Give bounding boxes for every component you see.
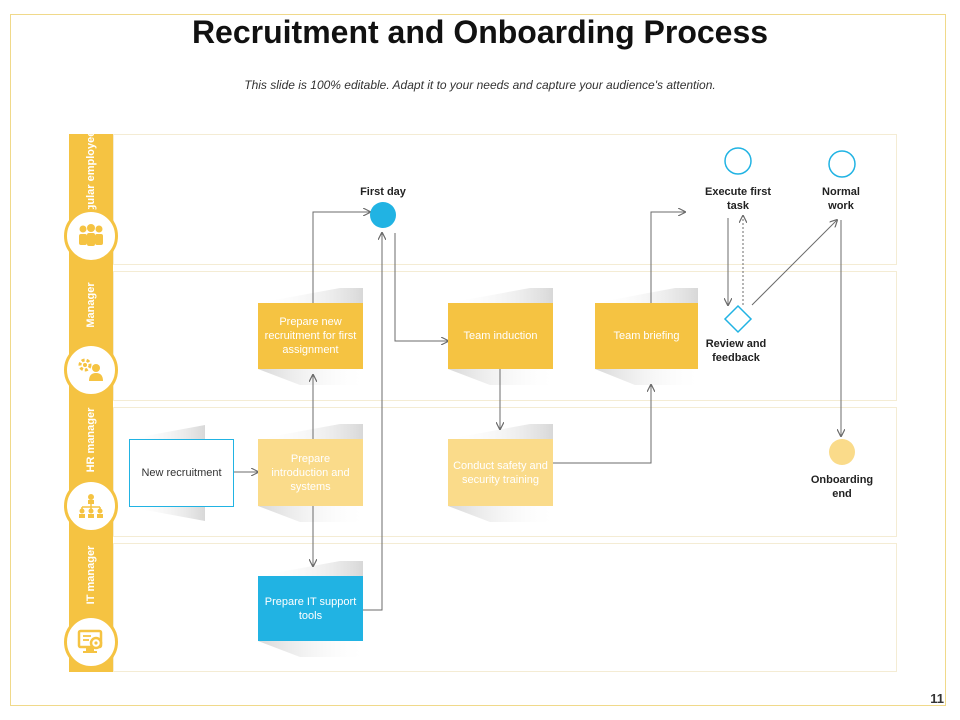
- arrow-safety-to-briefing: [553, 385, 651, 464]
- shadow: [129, 507, 205, 521]
- page-title: Recruitment and Onboarding Process: [191, 14, 769, 50]
- safety-training-box: Conduct safety and security training: [448, 439, 553, 506]
- first-day-label: First day: [360, 186, 406, 198]
- arrow-prepare-new-to-first-day: [312, 212, 370, 303]
- shadow: [129, 425, 205, 439]
- shadow: [448, 288, 553, 303]
- shadow: [258, 641, 368, 657]
- execute-first-task-label: Execute first task: [704, 186, 772, 212]
- lane-it-manager: [113, 543, 897, 672]
- team-icon: [64, 209, 118, 263]
- lane-regular-employee: [113, 134, 897, 265]
- arrow-it-to-first-day: [363, 233, 382, 611]
- normal-work-label: Normal work: [822, 186, 860, 212]
- team-briefing-box: Team briefing: [595, 303, 698, 369]
- onboarding-end-label: Onboarding end: [810, 474, 874, 500]
- team-induction-box: Team induction: [448, 303, 553, 369]
- review-decision-node: [723, 304, 753, 334]
- page-number: 11: [930, 691, 944, 706]
- shadow: [595, 288, 698, 303]
- arrow-review-to-normal-work: [751, 220, 837, 306]
- review-feedback-label: Review and feedback: [705, 338, 767, 364]
- shadow: [448, 506, 558, 522]
- computer-settings-icon: [64, 615, 118, 669]
- shadow: [258, 424, 363, 439]
- new-recruitment-box: New recruitment: [129, 439, 234, 507]
- lane-hr-manager: [113, 407, 897, 537]
- shadow: [448, 369, 558, 385]
- page-subtitle: This slide is 100% editable. Adapt it to…: [244, 78, 716, 92]
- org-chart-icon: [64, 479, 118, 533]
- execute-first-task-node: [724, 147, 752, 175]
- prepare-introduction-box: Prepare introduction and systems: [258, 439, 363, 506]
- slide-frame: [10, 14, 946, 706]
- prepare-new-recruitment-box: Prepare new recruitment for first assign…: [258, 303, 363, 369]
- arrow-briefing-to-execute: [650, 212, 685, 303]
- manager-gear-icon: [64, 343, 118, 397]
- prepare-it-tools-box: Prepare IT support tools: [258, 576, 363, 641]
- arrow-first-day-to-induction: [394, 233, 448, 341]
- lane-manager: [113, 271, 897, 401]
- shadow: [258, 288, 363, 303]
- normal-work-node: [828, 150, 856, 178]
- shadow: [448, 424, 553, 439]
- shadow: [595, 369, 703, 385]
- shadow: [258, 561, 363, 576]
- first-day-node: [370, 202, 396, 228]
- onboarding-end-node: [829, 439, 855, 465]
